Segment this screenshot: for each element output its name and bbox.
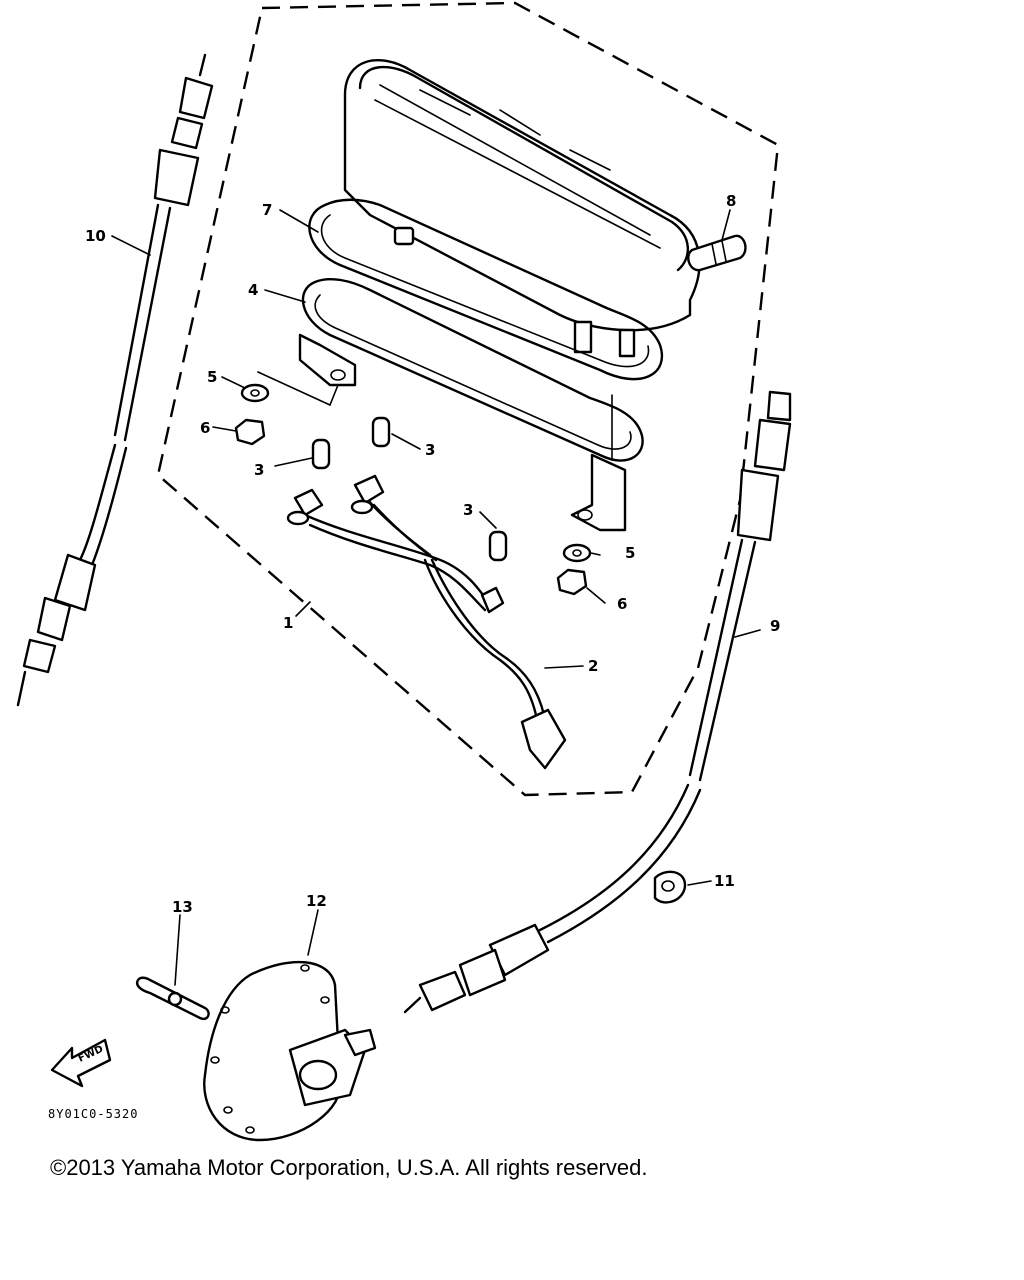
callout-5-right: 5 bbox=[625, 544, 635, 562]
wiring-harness bbox=[286, 474, 567, 770]
nut-right bbox=[556, 568, 588, 596]
callout-2: 2 bbox=[588, 657, 598, 675]
bulb-1 bbox=[311, 438, 331, 470]
copyright-notice: ©2013 Yamaha Motor Corporation, U.S.A. A… bbox=[50, 1155, 648, 1180]
callout-4: 4 bbox=[248, 281, 258, 299]
drive-pin bbox=[136, 976, 210, 1021]
cable-clamp bbox=[653, 870, 687, 904]
gasket-ring bbox=[308, 198, 663, 381]
meter-housing bbox=[343, 59, 701, 461]
callout-12: 12 bbox=[306, 892, 327, 910]
trip-knob bbox=[687, 234, 747, 272]
speedometer-cable bbox=[403, 390, 792, 1014]
washer-left bbox=[240, 383, 270, 403]
washer-right bbox=[562, 543, 592, 563]
callout-3-left: 3 bbox=[254, 461, 264, 479]
meter-gear-unit bbox=[203, 960, 377, 1142]
callout-5-left: 5 bbox=[207, 368, 217, 386]
forward-direction-arrow: FWD bbox=[50, 1038, 112, 1088]
tachometer-cable bbox=[16, 53, 214, 707]
leader-lines bbox=[111, 209, 761, 986]
nut-left bbox=[234, 418, 266, 446]
callout-9: 9 bbox=[770, 617, 780, 635]
callout-11: 11 bbox=[714, 872, 735, 890]
callout-3-right: 3 bbox=[463, 501, 473, 519]
drawing-code: 8Y01C0-5320 bbox=[48, 1107, 138, 1121]
callout-8: 8 bbox=[726, 192, 736, 210]
callout-13: 13 bbox=[172, 898, 193, 916]
callout-1: 1 bbox=[283, 614, 293, 632]
mounting-bracket bbox=[298, 278, 644, 532]
callout-3-mid: 3 bbox=[425, 441, 435, 459]
callout-6-right: 6 bbox=[617, 595, 627, 613]
bulb-2 bbox=[371, 416, 391, 448]
callout-6-left: 6 bbox=[200, 419, 210, 437]
callout-7: 7 bbox=[262, 201, 272, 219]
callout-10: 10 bbox=[85, 227, 106, 245]
assembly-boundary bbox=[156, 1, 780, 797]
bulb-3 bbox=[488, 530, 508, 562]
